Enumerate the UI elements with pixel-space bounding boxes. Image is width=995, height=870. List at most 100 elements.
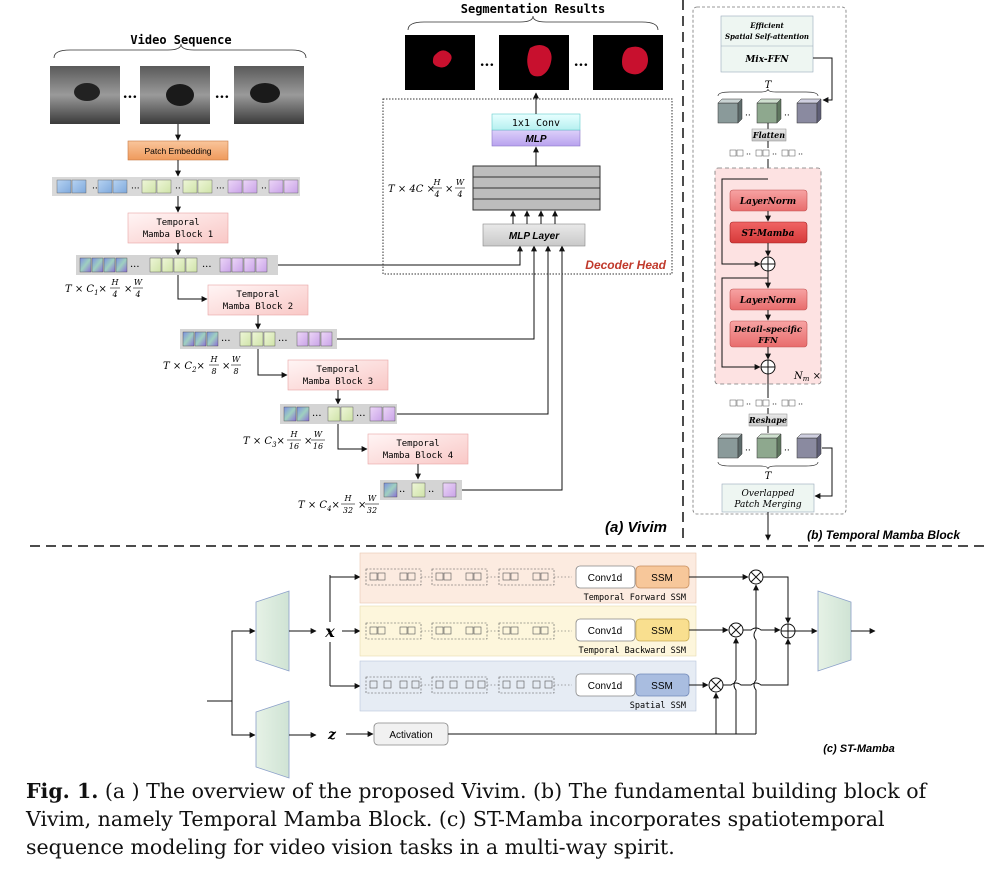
feature-cubes-bottom: ·· ·· [717,433,822,459]
svg-text:T × C4×: T × C4× [298,500,340,513]
svg-text:H: H [290,430,299,439]
svg-text:···: ··· [131,184,140,194]
svg-text:··: ·· [745,446,751,456]
spatial-token-groups [365,676,572,694]
x-label: x [324,622,335,641]
feature-strip-1: ··· ··· [76,255,278,275]
block2-line2: Mamba Block 2 [223,302,293,312]
svg-text:H: H [344,494,353,503]
svg-text:T × C3×: T × C3× [243,436,285,449]
panel-a-title: (a) Vivim [605,519,667,536]
forward-label: Temporal Forward SSM [584,593,686,603]
multiply-spatial [708,677,724,693]
video-lesion-1 [74,83,100,101]
dim-label-3: T × C3× H 16 × W 16 [243,430,325,451]
multiply-backward [728,622,744,638]
reshape-label: Reshape [748,415,787,425]
attention-ffn-box [720,15,814,73]
panel-c-title: (c) ST-Mamba [823,743,895,755]
st-mamba-label: ST-Mamba [742,229,795,239]
figure-caption: Fig. 1. (a ) The overview of the propose… [26,777,971,861]
conv-1x1-label: 1x1 Conv [512,118,560,129]
decoder-head-box [382,98,673,275]
segmentation-mask-1 [432,50,452,68]
svg-text:×: × [222,361,230,372]
detail-ffn-line1: Detail-specific [733,325,803,335]
input-projection-x [255,590,290,672]
output-projection [817,590,852,672]
backward-ssm-label: SSM [651,626,673,637]
fused-feature-stack [472,165,601,211]
block4-line2: Mamba Block 4 [383,451,453,461]
svg-text:W: W [134,278,143,287]
dim-label-4: T × C4× H 32 × W 32 [298,494,379,515]
block2-line1: Temporal [236,290,279,300]
feature-strip-2: ··· ··· [180,329,337,349]
attention-line2: Spatial Self-attention [725,32,809,41]
detail-ffn-line2: FFN [757,336,779,346]
segmentation-brace [407,15,659,31]
svg-text:W: W [314,430,323,439]
svg-text:··: ·· [772,400,777,409]
panel-b-title: (b) Temporal Mamba Block [807,528,961,542]
svg-text:32: 32 [343,506,353,515]
video-brace [53,43,307,59]
flatten-box [751,128,787,142]
svg-text:32: 32 [367,506,377,515]
tmb-outer-box [692,6,847,515]
token-row-bottom: ·· ·· ·· [729,399,803,409]
sum-node [780,623,796,639]
block3-line2: Mamba Block 3 [303,377,373,387]
svg-text:··: ·· [798,400,803,409]
svg-text:8: 8 [233,367,238,376]
activation-label: Activation [389,730,432,741]
svg-text:T × C2×: T × C2× [163,361,205,374]
block1-line2: Mamba Block 1 [143,230,213,240]
panel-b: Efficient Spatial Self-attention Mix-FFN… [692,6,961,542]
layernorm-1-label: LayerNorm [739,197,796,207]
svg-text:W: W [232,355,241,364]
svg-text:··: ·· [746,150,751,159]
svg-text:W: W [456,178,465,187]
svg-text:×: × [124,284,132,295]
t-label-top: T [765,80,773,91]
svg-text:··: ·· [784,446,790,456]
block4-line1: Temporal [396,439,439,449]
layernorm-2-label: LayerNorm [739,296,796,306]
backward-conv1d-label: Conv1d [588,626,622,637]
patch-merging-box [721,483,815,513]
svg-text:···: ··· [312,411,322,422]
svg-text:···: ··· [202,262,212,273]
svg-text:4: 4 [134,290,140,299]
svg-text:··: ·· [798,150,803,159]
panel-c: x z Conv1d SSM Temporal Forward SSM [207,552,895,779]
feature-cubes-top: ·· ·· [717,98,822,124]
svg-text:···: ··· [278,336,288,347]
backward-label: Temporal Backward SSM [579,646,686,656]
decoder-head-label: Decoder Head [585,258,666,272]
patch-embedding-label: Patch Embedding [144,146,211,156]
z-label: z [327,727,337,743]
block1-line1: Temporal [156,218,199,228]
svg-text:8: 8 [211,367,216,376]
caption-text: (a ) The overview of the proposed Vivim.… [26,779,927,859]
dim-label-2: T × C2× H 8 × W 8 [163,355,241,376]
segmentation-results-label: Segmentation Results [461,2,606,16]
segmentation-ellipsis-2: ... [574,54,589,70]
forward-conv1d-label: Conv1d [588,573,622,584]
fuse-dim-label: T × 4C × H 4 × W 4 [388,178,465,199]
svg-text:4: 4 [433,190,439,199]
svg-text:16: 16 [313,442,323,451]
feature-strip-4: ·· ·· [380,480,462,500]
svg-text:···: ··· [221,336,231,347]
svg-text:··: ·· [399,487,405,498]
temporal-mamba-block-3 [287,359,389,391]
flatten-label: Flatten [752,130,785,140]
svg-text:T × 4C ×: T × 4C × [388,184,435,195]
dim-label-1: T × C1× H 4 × W 4 [65,278,143,299]
embedding-token-strip: ·· ··· ·· ··· ·· [52,177,300,196]
figure-label: Fig. 1. [26,779,99,803]
mlp-label: MLP [525,134,546,145]
svg-text:T × C1×: T × C1× [65,284,107,297]
